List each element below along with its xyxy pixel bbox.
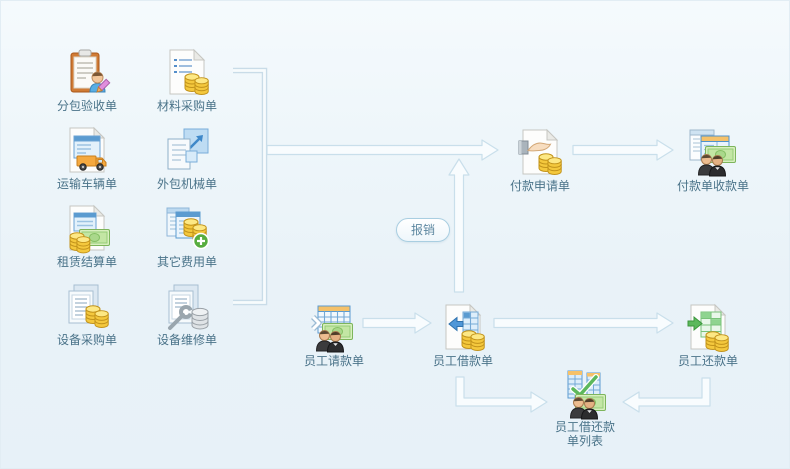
node-label: 员工借款单 (432, 354, 493, 368)
documents-wrench-database-icon (168, 284, 209, 330)
document-blue-arrow-table-coins-icon (445, 304, 485, 351)
tables-coins-plus-icon (166, 207, 210, 250)
tables-checkmark-banknote-people-icon (567, 370, 606, 420)
node-employee-loan-repayment-list[interactable]: 员工借还款单列表 (535, 369, 635, 449)
collector-bracket (233, 67, 268, 306)
reimbursement-label-bubble: 报销 (396, 218, 450, 242)
clipboard-person-pencil-icon (70, 49, 111, 93)
document-truck-icon (69, 127, 107, 173)
node-lease-settlement[interactable]: 租赁结算单 (37, 204, 137, 270)
arrow-to-payment-request (266, 139, 499, 161)
document-hand-coins-icon (518, 129, 562, 175)
node-label: 付款申请单 (509, 179, 570, 193)
node-outsourced-machinery[interactable]: 外包机械单 (137, 126, 237, 192)
node-label: 分包验收单 (56, 99, 117, 113)
node-employee-repayment[interactable]: 员工还款单 (658, 303, 758, 369)
node-other-expense[interactable]: 其它费用单 (137, 204, 237, 270)
node-payment-receipt[interactable]: 付款单收款单 (663, 128, 763, 194)
document-banknote-coins-icon (69, 205, 110, 254)
node-employee-loan[interactable]: 员工借款单 (413, 303, 513, 369)
document-numbered-list-coins-icon (169, 49, 209, 96)
node-subcontract-acceptance[interactable]: 分包验收单 (37, 48, 137, 114)
document-green-arrow-table-coins-icon (687, 304, 729, 352)
node-label: 设备采购单 (56, 333, 117, 347)
table-banknote-people-icon (311, 305, 353, 353)
arrow-loan-to-list (455, 376, 548, 413)
arrow-repayment-to-list (622, 377, 711, 413)
node-label: 材料采购单 (156, 99, 217, 113)
stacked-documents-coins-icon (68, 284, 109, 328)
node-employee-cash-request[interactable]: 员工请款单 (284, 303, 384, 369)
node-label: 租赁结算单 (56, 255, 117, 269)
node-label: 员工还款单 (677, 354, 738, 368)
node-equipment-purchase[interactable]: 设备采购单 (37, 282, 137, 348)
node-label: 外包机械单 (156, 177, 217, 191)
node-label: 付款单收款单 (676, 179, 749, 193)
arrow-loan-to-repayment (493, 312, 674, 334)
node-label: 运输车辆单 (56, 177, 117, 191)
node-equipment-repair[interactable]: 设备维修单 (137, 282, 237, 348)
tables-banknote-people-icon (689, 129, 736, 177)
node-label: 员工请款单 (303, 354, 364, 368)
node-label: 设备维修单 (156, 333, 217, 347)
node-material-purchase[interactable]: 材料采购单 (137, 48, 237, 114)
node-payment-request[interactable]: 付款申请单 (490, 128, 590, 194)
arrow-reimbursement-up (448, 158, 470, 293)
node-transport-vehicle[interactable]: 运输车辆单 (37, 126, 137, 192)
node-label: 其它费用单 (156, 255, 217, 269)
documents-diagonal-arrow-icon (167, 128, 209, 170)
node-label: 员工借还款单列表 (554, 420, 615, 448)
